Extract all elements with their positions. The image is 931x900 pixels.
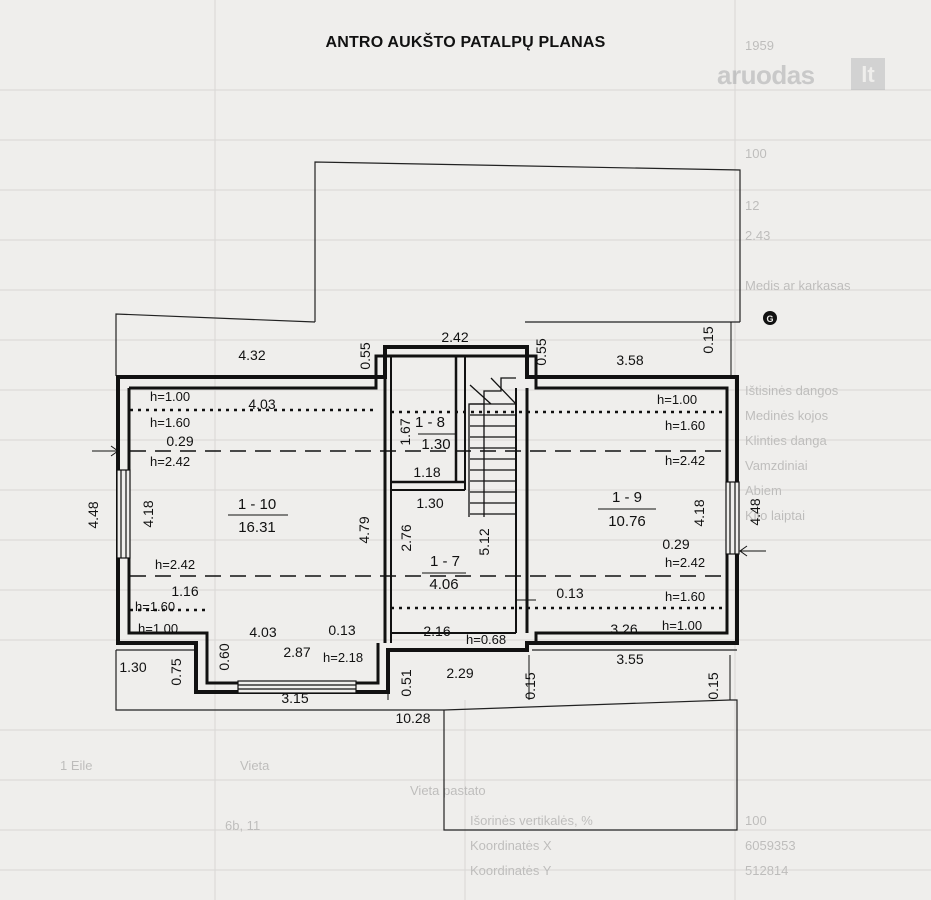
height-label: h=1.00 xyxy=(138,621,178,636)
dim-label: 4.79 xyxy=(356,516,372,543)
dim-label: 1.30 xyxy=(119,659,146,675)
dim-label: 0.55 xyxy=(533,338,549,365)
room-1-7-id: 1 - 7 xyxy=(430,553,460,570)
height-label: h=1.00 xyxy=(662,618,702,633)
dim-label: 3.55 xyxy=(616,651,643,667)
dim-label: 2.76 xyxy=(398,524,414,551)
dim-label: 0.15 xyxy=(700,326,716,353)
height-lines xyxy=(130,408,727,612)
dim-label: 0.51 xyxy=(398,669,414,696)
dim-label: 4.03 xyxy=(248,396,275,412)
room-1-8-id: 1 - 8 xyxy=(415,414,445,431)
watermark-logo: aruodas xyxy=(717,60,815,90)
bg-text: 6059353 xyxy=(745,838,796,853)
room-1-9-id: 1 - 9 xyxy=(612,489,642,506)
compass-marker: G xyxy=(763,311,777,325)
walls xyxy=(116,345,739,694)
height-label: h=2.42 xyxy=(155,557,195,572)
dim-label: 4.48 xyxy=(85,501,101,528)
height-label: h=1.60 xyxy=(135,599,175,614)
staircase xyxy=(468,377,517,517)
bg-text: Išorinės vertikalės, % xyxy=(470,813,593,828)
dim-label: 0.29 xyxy=(166,433,193,449)
roof-outline xyxy=(115,161,741,831)
dim-label: 2.16 xyxy=(423,623,450,639)
bg-text: 100 xyxy=(745,146,767,161)
dimension-lines xyxy=(92,322,766,700)
room-1-10-area: 16.31 xyxy=(238,519,276,536)
bg-text: Vieta pastato xyxy=(410,783,486,798)
dim-label: 1.18 xyxy=(413,464,440,480)
dim-label: 1.30 xyxy=(416,495,443,511)
bg-text: Abiem xyxy=(745,483,782,498)
bg-text: 512814 xyxy=(745,863,788,878)
height-label: h=1.60 xyxy=(150,415,190,430)
dim-label: 2.42 xyxy=(441,329,468,345)
dim-label: 0.15 xyxy=(522,672,538,699)
room-1-7-area: 4.06 xyxy=(429,576,458,593)
bg-text: 1959 xyxy=(745,38,774,53)
height-label: h=1.00 xyxy=(150,389,190,404)
bg-text: 12 xyxy=(745,198,759,213)
dim-label: 2.87 xyxy=(283,644,310,660)
dim-label: 3.15 xyxy=(281,690,308,706)
compass-label: G xyxy=(766,314,773,324)
dim-label: 2.29 xyxy=(446,665,473,681)
windows xyxy=(116,469,740,694)
dim-label: 4.32 xyxy=(238,347,265,363)
height-label: h=2.42 xyxy=(665,555,705,570)
bg-text: 6b, 11 xyxy=(225,818,260,833)
dim-label: 0.15 xyxy=(705,672,721,699)
height-label: h=2.18 xyxy=(323,650,363,665)
height-label: h=2.42 xyxy=(665,453,705,468)
bg-text: 100 xyxy=(745,813,767,828)
bg-text: Klinties danga xyxy=(745,433,827,448)
bg-text: Vamzdiniai xyxy=(745,458,808,473)
dim-label: 3.58 xyxy=(616,352,643,368)
dim-label: 0.29 xyxy=(662,536,689,552)
dim-label: 10.28 xyxy=(395,710,430,726)
dim-label: 4.18 xyxy=(140,500,156,527)
watermark-badge: lt xyxy=(851,58,885,90)
bg-text: Vieta xyxy=(240,758,270,773)
dim-label: 4.48 xyxy=(747,498,763,525)
bg-text: Ištisinės dangos xyxy=(745,383,839,398)
bg-text: Medis ar karkasas xyxy=(745,278,851,293)
bg-text: 1 Eile xyxy=(60,758,93,773)
dim-label: 3.26 xyxy=(610,621,637,637)
dim-label: 1.67 xyxy=(397,418,413,445)
bg-text: Medinės kojos xyxy=(745,408,829,423)
dim-label: 4.18 xyxy=(691,499,707,526)
height-label: h=0.68 xyxy=(466,632,506,647)
height-label: h=1.60 xyxy=(665,418,705,433)
dim-label: 1.16 xyxy=(171,583,198,599)
height-label: h=1.00 xyxy=(657,392,697,407)
height-label: h=2.42 xyxy=(150,454,190,469)
dim-label: 0.60 xyxy=(216,643,232,670)
bg-text: 2.43 xyxy=(745,228,770,243)
bg-text: Koordinatės X xyxy=(470,838,552,853)
bg-text: Kito laiptai xyxy=(745,508,805,523)
room-1-10-id: 1 - 10 xyxy=(238,496,276,513)
room-1-9-area: 10.76 xyxy=(608,513,646,530)
dim-label: 0.75 xyxy=(168,658,184,685)
dim-label: 0.13 xyxy=(328,622,355,638)
room-1-8-area: 1.30 xyxy=(421,436,450,453)
page-title: ANTRO AUKŠTO PATALPŲ PLANAS xyxy=(325,34,606,51)
dim-label: 0.13 xyxy=(556,585,583,601)
dim-label: 4.03 xyxy=(249,624,276,640)
dim-label: 0.55 xyxy=(357,342,373,369)
height-label: h=1.60 xyxy=(665,589,705,604)
bg-text: Koordinatės Y xyxy=(470,863,552,878)
dim-label: 5.12 xyxy=(476,528,492,555)
